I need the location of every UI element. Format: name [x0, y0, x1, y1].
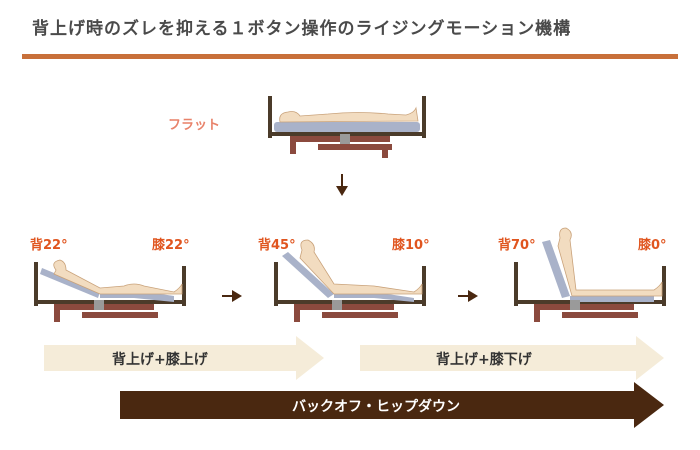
bed3-knee-label: 膝0°: [638, 238, 667, 253]
bed1-headboard: [34, 262, 38, 306]
bed3-motor: [570, 300, 580, 310]
bed3-back-label: 背70°: [498, 238, 536, 253]
bed2-base-leg: [294, 304, 300, 322]
bed3-seat-section: [570, 296, 654, 302]
bed-back-70: [514, 227, 666, 322]
flat-bed-base-leg-right: [382, 144, 388, 158]
bed1-knee-label: 膝22°: [152, 238, 190, 253]
bed-back-22: [34, 259, 186, 322]
light-arrow-2-text: 背上げ+膝下げ: [436, 352, 532, 368]
bed3-back-section: [542, 240, 570, 298]
bed2-back-label: 背45°: [258, 238, 296, 253]
bed3-headboard: [514, 262, 518, 306]
bed2-base-top: [294, 304, 394, 310]
bed1-back-section: [40, 268, 100, 298]
flat-bed-headboard: [268, 96, 272, 138]
bed1-footboard: [182, 266, 186, 306]
bed1-motor: [94, 300, 104, 310]
dark-arrow: [120, 382, 664, 428]
bed1-person: [53, 259, 183, 295]
bed2-seat-section: [334, 292, 414, 302]
bed1-base-rail: [82, 312, 158, 318]
bed3-base-rail: [562, 312, 638, 318]
light-arrow-1-text: 背上げ+膝上げ: [112, 352, 208, 368]
flat-bed-person: [279, 106, 419, 123]
arrow-right-icon: [222, 290, 242, 302]
flat-label: フラット: [168, 118, 221, 133]
page-title: 背上げ時のズレを抑える１ボタン操作のライジングモーション機構: [32, 19, 572, 39]
flat-bed: [268, 96, 426, 158]
bed2-headboard: [274, 262, 278, 306]
bed2-base-rail: [322, 312, 398, 318]
flat-bed-footboard: [422, 96, 426, 138]
bed3-person: [557, 227, 663, 297]
bed3-base-top: [534, 304, 634, 310]
dark-arrow-text: バックオフ・ヒップダウン: [292, 399, 460, 415]
flat-bed-motor: [340, 134, 350, 144]
arrow-down-icon: [336, 174, 348, 196]
bed2-person: [299, 239, 423, 295]
bed2-back-section: [282, 252, 334, 298]
light-arrow-2: [360, 336, 664, 380]
bed1-base-leg: [54, 304, 60, 322]
bed1-rail: [34, 300, 186, 304]
bed2-knee-label: 膝10°: [392, 238, 430, 253]
flat-bed-base-leg-left: [290, 136, 296, 154]
arrow-right-icon: [458, 290, 478, 302]
light-arrow-1: [44, 336, 324, 380]
bed2-motor: [332, 300, 342, 310]
bed-back-45: [274, 239, 426, 322]
bed1-back-label: 背22°: [30, 238, 68, 253]
title-underline: [22, 54, 678, 59]
flat-bed-base-rail: [318, 144, 392, 150]
bed2-footboard: [422, 266, 426, 306]
bed3-base-leg: [534, 304, 540, 322]
bed2-rail: [274, 300, 426, 304]
flat-bed-mattress: [274, 122, 420, 132]
bed3-footboard: [662, 266, 666, 306]
